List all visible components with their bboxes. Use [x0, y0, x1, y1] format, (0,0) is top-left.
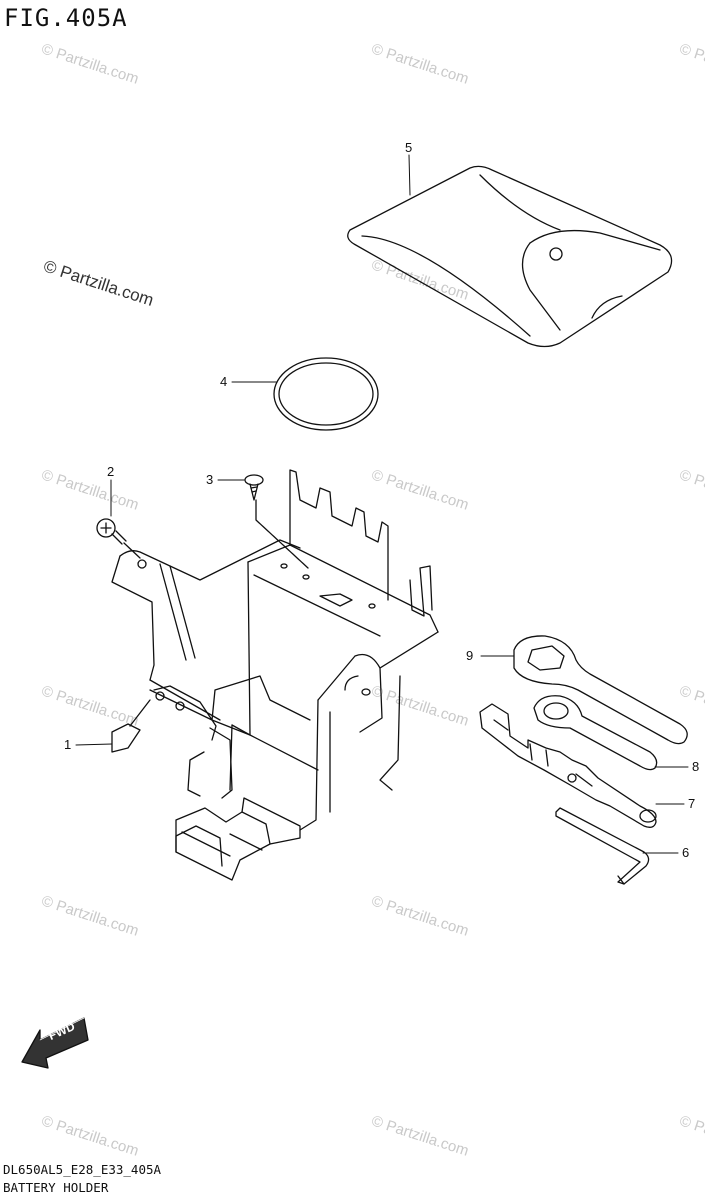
- part-9-box-wrench: [514, 636, 687, 744]
- part-5-tool-bag: [348, 166, 672, 346]
- callout-6: 6: [682, 845, 690, 860]
- part-7-socket-bar: [480, 704, 656, 827]
- callout-3: 3: [206, 472, 214, 487]
- diagram-code: DL650AL5_E28_E33_405A: [3, 1162, 162, 1177]
- callout-7: 7: [688, 796, 696, 811]
- part-3-screw: [245, 475, 308, 568]
- callout-2: 2: [107, 464, 115, 479]
- part-2-bolt: [97, 519, 140, 558]
- part-6-hex-key: [556, 808, 649, 884]
- figure-title: FIG.405A: [4, 4, 128, 32]
- part-4-ring: [274, 358, 378, 430]
- leader-lines: [76, 155, 688, 853]
- callout-1: 1: [64, 737, 72, 752]
- diagram-name: BATTERY HOLDER: [3, 1180, 109, 1195]
- callout-4: 4: [220, 374, 228, 389]
- fwd-arrow: [22, 1018, 88, 1068]
- part-8-spanner: [534, 696, 657, 770]
- part-1-battery-holder: [112, 470, 438, 880]
- callout-9: 9: [466, 648, 474, 663]
- callout-5: 5: [405, 140, 413, 155]
- callout-8: 8: [692, 759, 700, 774]
